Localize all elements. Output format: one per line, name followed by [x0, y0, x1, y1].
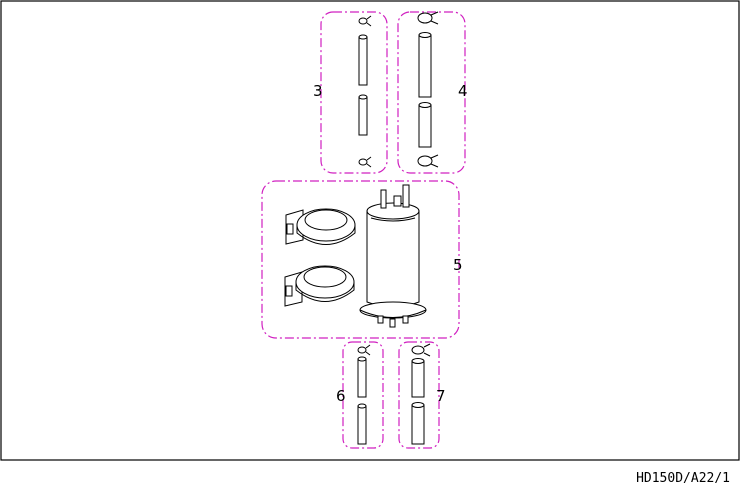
part-group-4[interactable]: 4 — [397, 11, 468, 174]
callout-6: 6 — [336, 387, 346, 405]
tube-icon — [357, 403, 367, 445]
drawing-reference: HD150D/A22/1 — [636, 471, 730, 486]
group-4-outline — [397, 11, 466, 174]
group-7-outline — [398, 341, 440, 449]
part-group-6[interactable]: 6 — [336, 341, 384, 449]
clip-icon — [358, 15, 372, 27]
tube-icon — [411, 358, 425, 398]
callout-3: 3 — [313, 82, 323, 100]
callout-5: 5 — [453, 256, 463, 274]
clip-icon — [411, 343, 431, 357]
clip-icon — [357, 344, 371, 356]
canister-icon — [359, 184, 427, 328]
clip-icon — [358, 156, 372, 168]
clamp-bracket-icon — [284, 265, 355, 307]
tube-icon — [357, 356, 367, 398]
part-group-3[interactable]: 3 — [313, 11, 388, 174]
clip-icon — [417, 11, 439, 25]
group-5-outline — [261, 180, 460, 339]
clamp-bracket-icon — [285, 208, 356, 245]
tube-icon — [411, 402, 425, 445]
clip-icon — [417, 154, 439, 168]
callout-4: 4 — [458, 82, 468, 100]
drawing-border — [0, 0, 740, 461]
tube-icon — [358, 94, 368, 136]
part-group-7[interactable]: 7 — [398, 341, 446, 449]
callout-7: 7 — [436, 387, 446, 405]
group-3-outline — [320, 11, 388, 174]
tube-icon — [358, 34, 368, 86]
tube-icon — [418, 32, 432, 98]
group-6-outline — [342, 341, 384, 449]
part-group-5[interactable]: 5 — [261, 180, 463, 339]
tube-icon — [418, 102, 432, 148]
